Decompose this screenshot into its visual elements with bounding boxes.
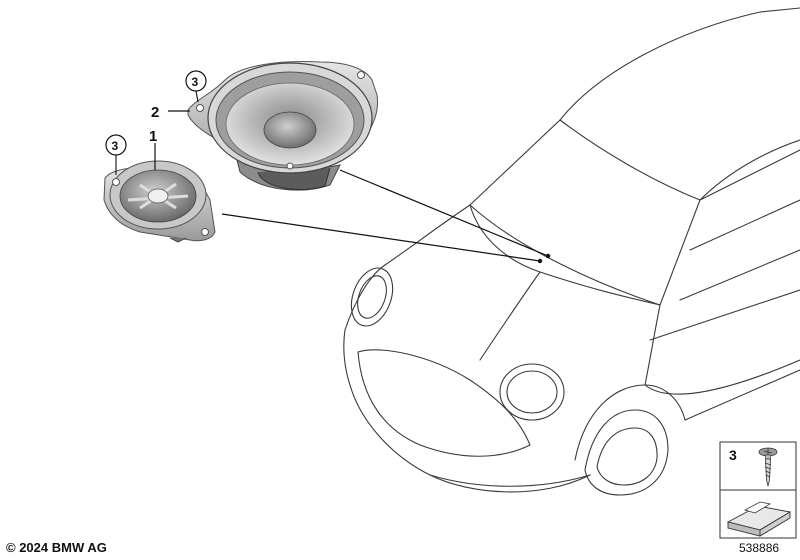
legend-box: 3 [719, 441, 797, 539]
svg-text:3: 3 [192, 75, 199, 89]
svg-text:3: 3 [112, 139, 119, 153]
callout-tweeter: 1 [149, 128, 157, 170]
car-outline [343, 7, 800, 496]
callout-screw-midrange: 3 [185, 70, 207, 103]
tweeter-speaker [103, 160, 216, 243]
callout-midrange: 2 [151, 104, 190, 121]
screw-icon [758, 447, 778, 487]
svg-text:1: 1 [149, 128, 157, 145]
panel-clip-icon [726, 501, 792, 537]
document-number: 538886 [739, 541, 780, 555]
svg-text:3: 3 [729, 447, 737, 463]
callout-screw-tweeter: 3 [105, 134, 127, 175]
leader-lines [221, 169, 549, 262]
svg-text:2: 2 [151, 104, 159, 121]
copyright-text: © 2024 BMW AG [6, 540, 107, 555]
mount-point-tweeter [537, 258, 543, 264]
mount-point-midrange [545, 253, 551, 259]
midrange-speaker [187, 61, 379, 191]
